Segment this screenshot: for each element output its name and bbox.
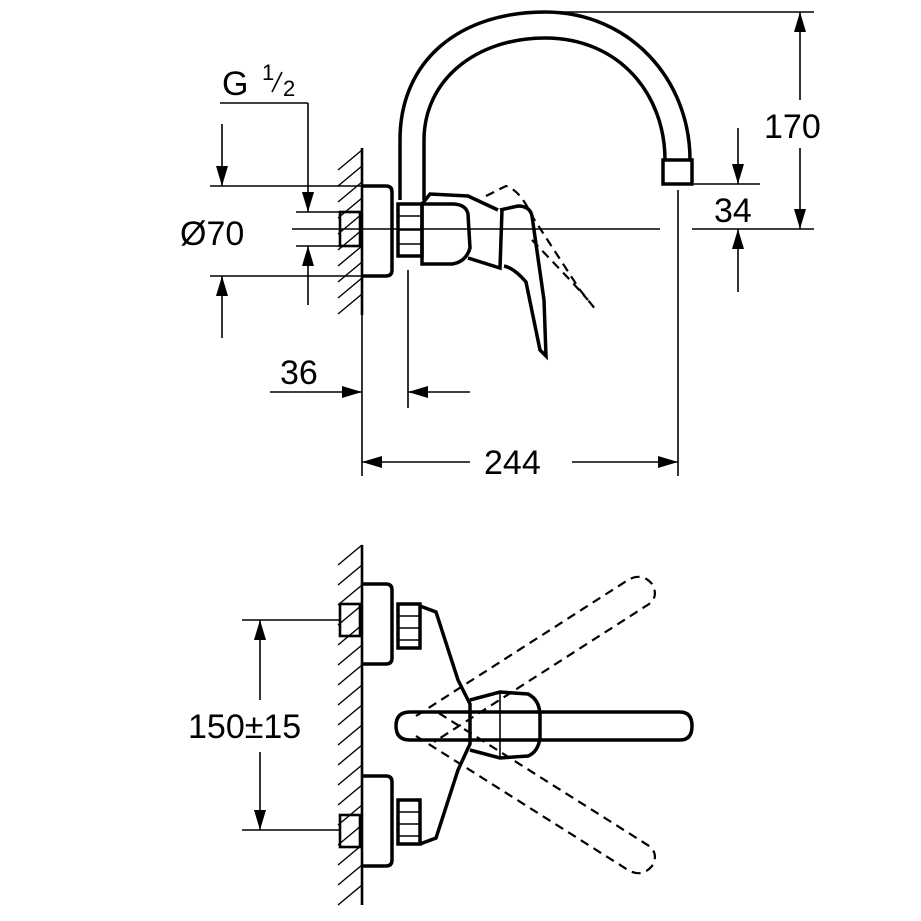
union-nut-lower (396, 798, 422, 846)
centers-label: 150±15 (188, 708, 301, 746)
wall-hatching-top (337, 148, 364, 315)
mixer-body (420, 202, 472, 266)
inlet-connector-lower (338, 813, 362, 849)
wall-hatching-bottom (337, 544, 364, 906)
diameter-dimension (210, 124, 362, 338)
union-nut (396, 202, 424, 258)
thread-numerator: 1 (262, 60, 274, 85)
projection-dimension (361, 190, 679, 476)
flange (362, 184, 394, 278)
thread-label: G (222, 65, 248, 103)
thread-dimension (220, 102, 340, 305)
outlet-dimension (694, 128, 760, 292)
spout-plan (394, 710, 694, 742)
side-elevation-view: Ø70 G 1 2 36 (180, 10, 821, 482)
union-nut-upper (396, 602, 422, 650)
outlet-label: 34 (714, 192, 752, 230)
diameter-label: Ø70 (180, 215, 244, 253)
swivel-range (415, 575, 657, 875)
spout (398, 10, 692, 200)
mixer-body-plan (419, 604, 472, 846)
height-dimension (545, 11, 814, 230)
height-label: 170 (764, 108, 821, 146)
lever-handle (499, 204, 548, 361)
aerator (661, 158, 694, 186)
projection-label: 244 (484, 444, 541, 482)
centers-dimension (242, 619, 340, 831)
thread-denominator: 2 (283, 76, 295, 101)
offset-dimension (270, 270, 470, 408)
plan-view: 150±15 (188, 544, 694, 906)
offset-label: 36 (280, 354, 318, 392)
